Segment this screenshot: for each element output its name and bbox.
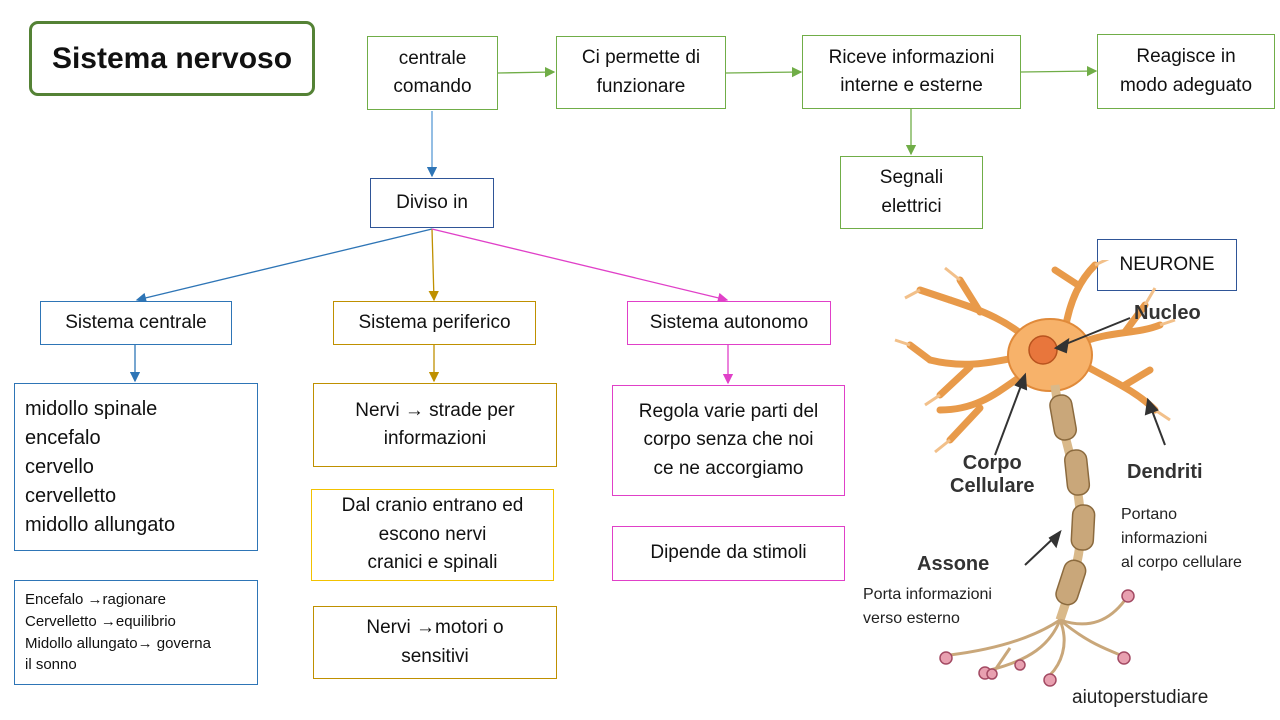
node-periferico-motori: Nervi →motori o sensitivi xyxy=(313,606,557,679)
arrow-to-centrale xyxy=(135,228,433,303)
neuron-illustration xyxy=(894,260,1176,687)
node-sistema-autonomo: Sistema autonomo xyxy=(627,301,831,345)
node-sistema-periferico: Sistema periferico xyxy=(333,301,536,345)
node-funzionare: Ci permette di funzionare xyxy=(556,36,726,109)
nucleus xyxy=(1028,335,1058,365)
myelin-sheath xyxy=(1049,394,1096,606)
node-centrale-notes: Encefalo →ragionare Cervelletto →equilib… xyxy=(14,580,258,685)
watermark: aiutoperstudiare xyxy=(1072,687,1209,708)
node-segnali: Segnali elettrici xyxy=(840,156,983,229)
node-centrale-items: midollo spinale encefalo cervello cervel… xyxy=(14,383,258,551)
dendriti-description: Portano informazioni al corpo cellulare xyxy=(1121,506,1242,571)
dendrite-tips xyxy=(894,260,1176,454)
node-centrale-comando: centrale comando xyxy=(367,36,498,110)
node-periferico-nervi: Nervi → strade per informazioni xyxy=(313,383,557,467)
node-periferico-cranio: Dal cranio entrano ed escono nervi crani… xyxy=(311,489,554,581)
top-row-arrows xyxy=(497,65,1098,156)
axon-terminals xyxy=(949,599,1127,677)
node-riceve: Riceve informazioni interne e esterne xyxy=(802,35,1021,109)
label-corpo-cellulare: Corpo Cellulare xyxy=(950,452,1035,497)
label-dendriti: Dendriti xyxy=(1127,461,1203,483)
synaptic-terminals xyxy=(939,589,1135,687)
node-diviso: Diviso in xyxy=(370,178,494,228)
node-autonomo-stimoli: Dipende da stimoli xyxy=(612,526,845,581)
label-nucleo: Nucleo xyxy=(1134,302,1201,324)
node-sistema-centrale: Sistema centrale xyxy=(40,301,232,345)
arrow-to-autonomo xyxy=(431,228,729,303)
assone-description: Porta informazioni verso esterno xyxy=(863,586,992,627)
label-assone: Assone xyxy=(917,553,990,575)
page-title: Sistema nervoso xyxy=(29,21,315,96)
neurone-heading: NEURONE xyxy=(1097,239,1237,291)
arrow-to-periferico xyxy=(428,228,439,302)
node-autonomo-regola: Regola varie parti del corpo senza che n… xyxy=(612,385,845,496)
node-reagisce: Reagisce in modo adeguato xyxy=(1097,34,1275,109)
label-pointers xyxy=(994,317,1166,566)
